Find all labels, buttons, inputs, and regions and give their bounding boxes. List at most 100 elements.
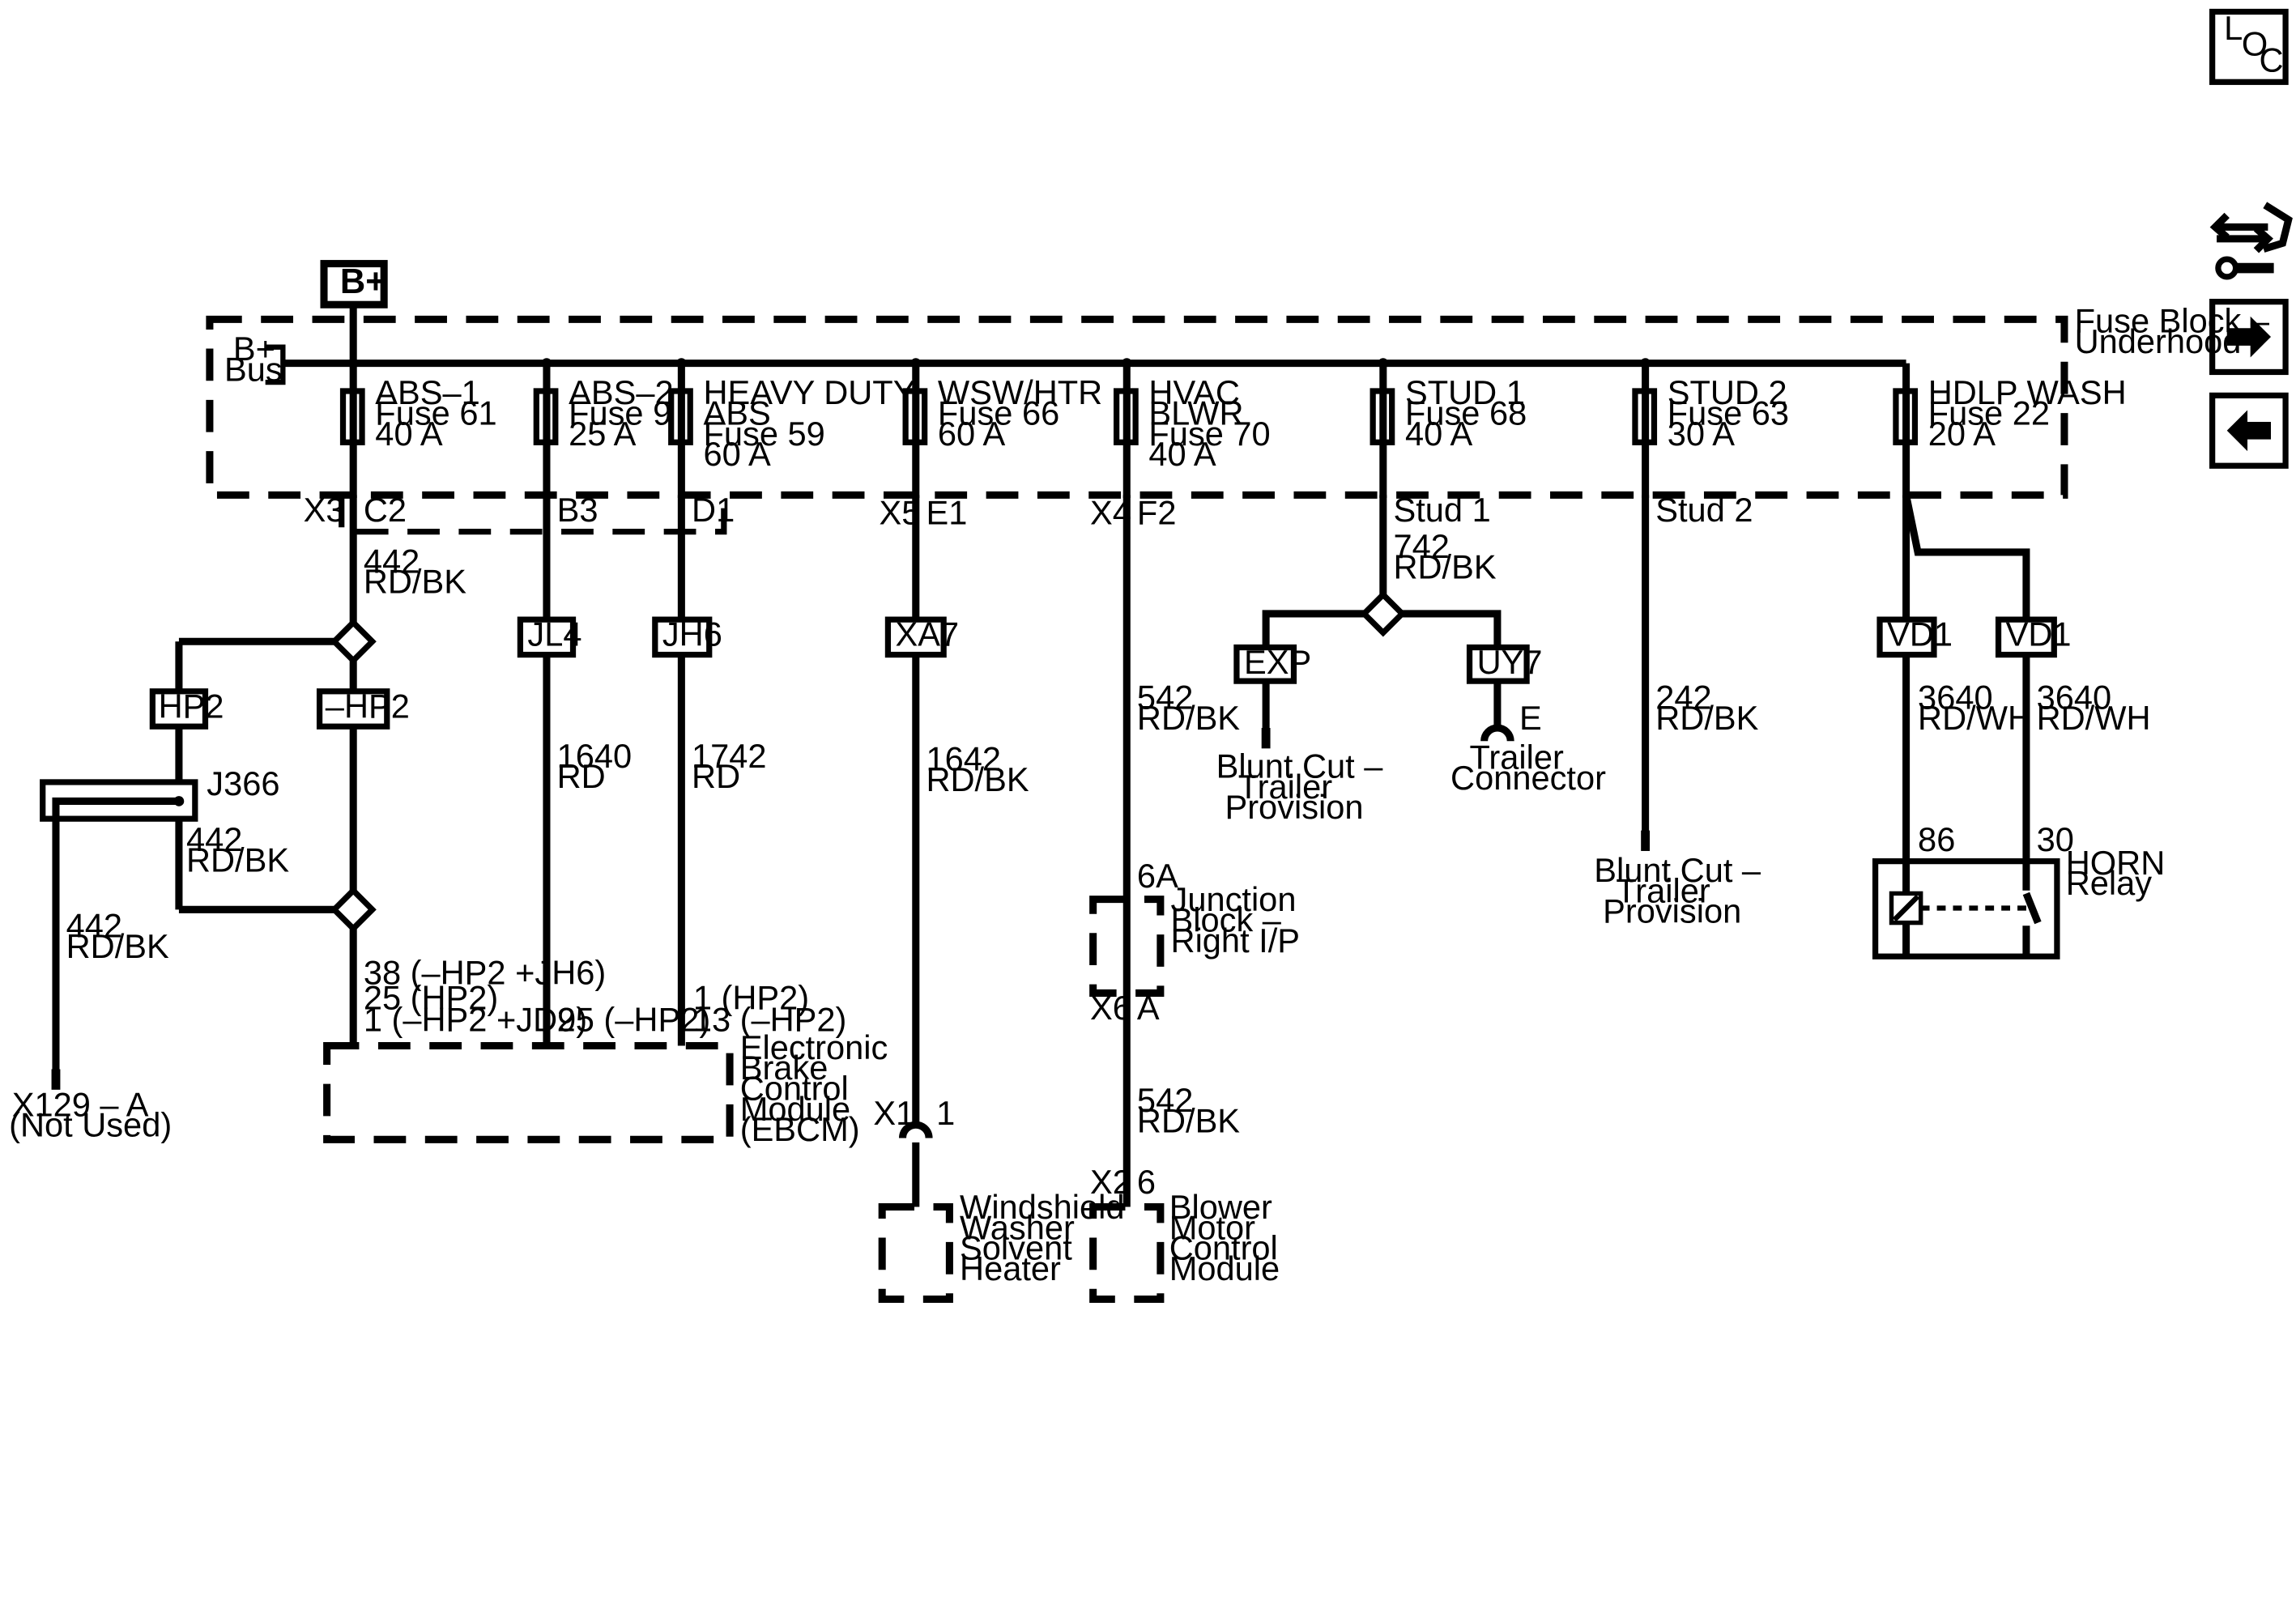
wire-color: RD/BK (1137, 1101, 1240, 1139)
connector-x5: X5 E1 (880, 494, 968, 532)
next-arrow-icon (2226, 316, 2272, 358)
ebcm-pin: 25 (–HP2) (557, 1000, 711, 1038)
component-name: Trailer (1470, 738, 1564, 777)
stud-2-label: Stud 2 (1655, 491, 1753, 529)
fuse-number: Fuse 22 (1928, 394, 2050, 432)
connector-x4: X4 F2 (1090, 494, 1176, 532)
pin-label: 1 (936, 1094, 955, 1132)
fuse-name: STUD 1 (1405, 373, 1525, 411)
fuse-name: HEAVY DUTY (704, 373, 916, 411)
component-name: Trailer (1238, 768, 1332, 806)
component-name: Blunt Cut – (1216, 747, 1384, 785)
pin-label: 6A (1137, 857, 1178, 895)
connector-wrench-icon[interactable] (2209, 202, 2293, 280)
wire-color: RD/BK (364, 563, 466, 601)
component-name: Junction (1171, 880, 1297, 918)
fuse-number: Fuse 68 (1405, 394, 1527, 432)
fuse-name: HVAC (1148, 373, 1239, 411)
wire-number: 3640 (1918, 678, 1993, 716)
fuse-number: Fuse 9 (569, 394, 671, 432)
loc-letter-o: O (2242, 25, 2268, 63)
component-name: Relay (2066, 864, 2153, 902)
wire-number: 442 (66, 907, 122, 945)
fuse-rating: 25 A (569, 415, 637, 453)
fuse-rating: 40 A (375, 415, 443, 453)
wire-number: 442 (186, 820, 242, 858)
connector-label: X2 (1090, 1163, 1131, 1201)
wire-color: RD/BK (926, 760, 1029, 798)
component-name: Right I/P (1171, 921, 1301, 960)
option-vd1: VD1 (2006, 615, 2072, 653)
fuse-name: ABS–2 (569, 373, 674, 411)
wire-color: RD/BK (1393, 548, 1496, 586)
option-uy7: UY7 (1477, 643, 1543, 681)
component-name: Module (1169, 1249, 1280, 1287)
pin-label: E (1519, 699, 1542, 737)
next-page-button[interactable] (2209, 299, 2289, 376)
fuse-name: ABS–1 (375, 373, 480, 411)
b-plus-source: B+ (320, 260, 388, 364)
circuit-242: 242 RD/BK Blunt Cut – Trailer Provision (1594, 495, 1761, 930)
fuse-hdlp-wash: HDLP WASH Fuse 22 20 A (1893, 363, 2127, 499)
wire-number: 742 (1393, 527, 1449, 565)
fuse-rating: 60 A (704, 435, 772, 473)
wire-color: RD (557, 757, 606, 795)
option-vd1: VD1 (1887, 615, 1953, 653)
fuse-name-2: BLWR (1148, 394, 1243, 432)
splice-label: J366 (207, 764, 279, 802)
ebcm-pin: 25 (HP2) (364, 978, 498, 1016)
wire-color: RD/BK (186, 840, 289, 879)
pin-label: 6 (1137, 1163, 1156, 1201)
wire-number: 542 (1137, 678, 1193, 716)
fuse-rating: 20 A (1928, 415, 1996, 453)
wire-number: 442 (364, 542, 420, 580)
fuse-stud-2: STUD 2 Fuse 63 30 A (1632, 358, 1789, 499)
fuse-rating: 40 A (1148, 435, 1216, 473)
option-hp2: HP2 (159, 687, 224, 725)
fuse-block-subtitle: Underhood (2075, 322, 2242, 360)
option-jl4: JL4 (527, 615, 581, 653)
wire-number: 542 (1137, 1081, 1193, 1119)
wire-number: 3640 (2037, 678, 2112, 716)
connector-label: X1 (873, 1094, 914, 1132)
component-name: HORN (2066, 844, 2165, 882)
component-name: Washer (960, 1208, 1075, 1246)
wire-number: 242 (1655, 678, 1711, 716)
component-name: Blunt Cut – (1594, 851, 1761, 889)
fuse-number: Fuse 63 (1668, 394, 1789, 432)
component-name: Block – (1171, 900, 1282, 938)
wire-color: RD/BK (1655, 699, 1758, 737)
prev-page-button[interactable] (2209, 392, 2289, 469)
component-name: Electronic (740, 1028, 888, 1066)
component-name: Solvent (960, 1229, 1072, 1267)
splice-j366: J366 442 RD/BK X129 – A (Not Used) (9, 764, 279, 1143)
fuse-abs-1: ABS–1 Fuse 61 40 A (339, 358, 497, 499)
circuit-3640: VD1 VD1 3640 RD/WH 3640 RD/WH (1876, 494, 2151, 862)
circuit-442: 442 RD/BK HP2 –HP2 442 RD/BK (149, 495, 466, 1046)
pin-label: E1 (926, 494, 967, 532)
pin-label: D1 (692, 491, 735, 529)
relay-pin: 86 (1918, 820, 1955, 858)
ebcm-pin: 38 (–HP2 +JH6) (364, 954, 606, 992)
stud-1-label: Stud 1 (1393, 491, 1490, 529)
pin-label: B3 (557, 491, 598, 529)
prev-arrow-icon (2226, 410, 2272, 452)
component-name: Provision (1603, 892, 1741, 930)
fuse-rating: 60 A (938, 415, 1006, 453)
pin-label: F2 (1137, 494, 1177, 532)
fuse-heavy-duty-abs: HEAVY DUTY ABS Fuse 59 60 A (668, 358, 916, 499)
component-name: Trailer (1616, 871, 1710, 909)
component-name: Heater (960, 1249, 1061, 1287)
fuse-name: HDLP WASH (1928, 373, 2127, 411)
loc-button[interactable]: L O C (2209, 9, 2289, 85)
fuse-stud-1: STUD 1 Fuse 68 40 A (1370, 358, 1527, 499)
x129-label: X129 – A (12, 1085, 149, 1123)
fuse-number: Fuse 66 (938, 394, 1059, 432)
ebcm-pin: 1 (HP2) (693, 978, 809, 1016)
pin-label: A (1137, 989, 1160, 1027)
component-name: Provision (1225, 788, 1363, 826)
wire-number: 1640 (557, 737, 633, 775)
circuit-542: 542 RD/BK 6A Junction Block – Right I/P … (1089, 495, 1301, 1303)
wire-color: RD/BK (1137, 699, 1240, 737)
